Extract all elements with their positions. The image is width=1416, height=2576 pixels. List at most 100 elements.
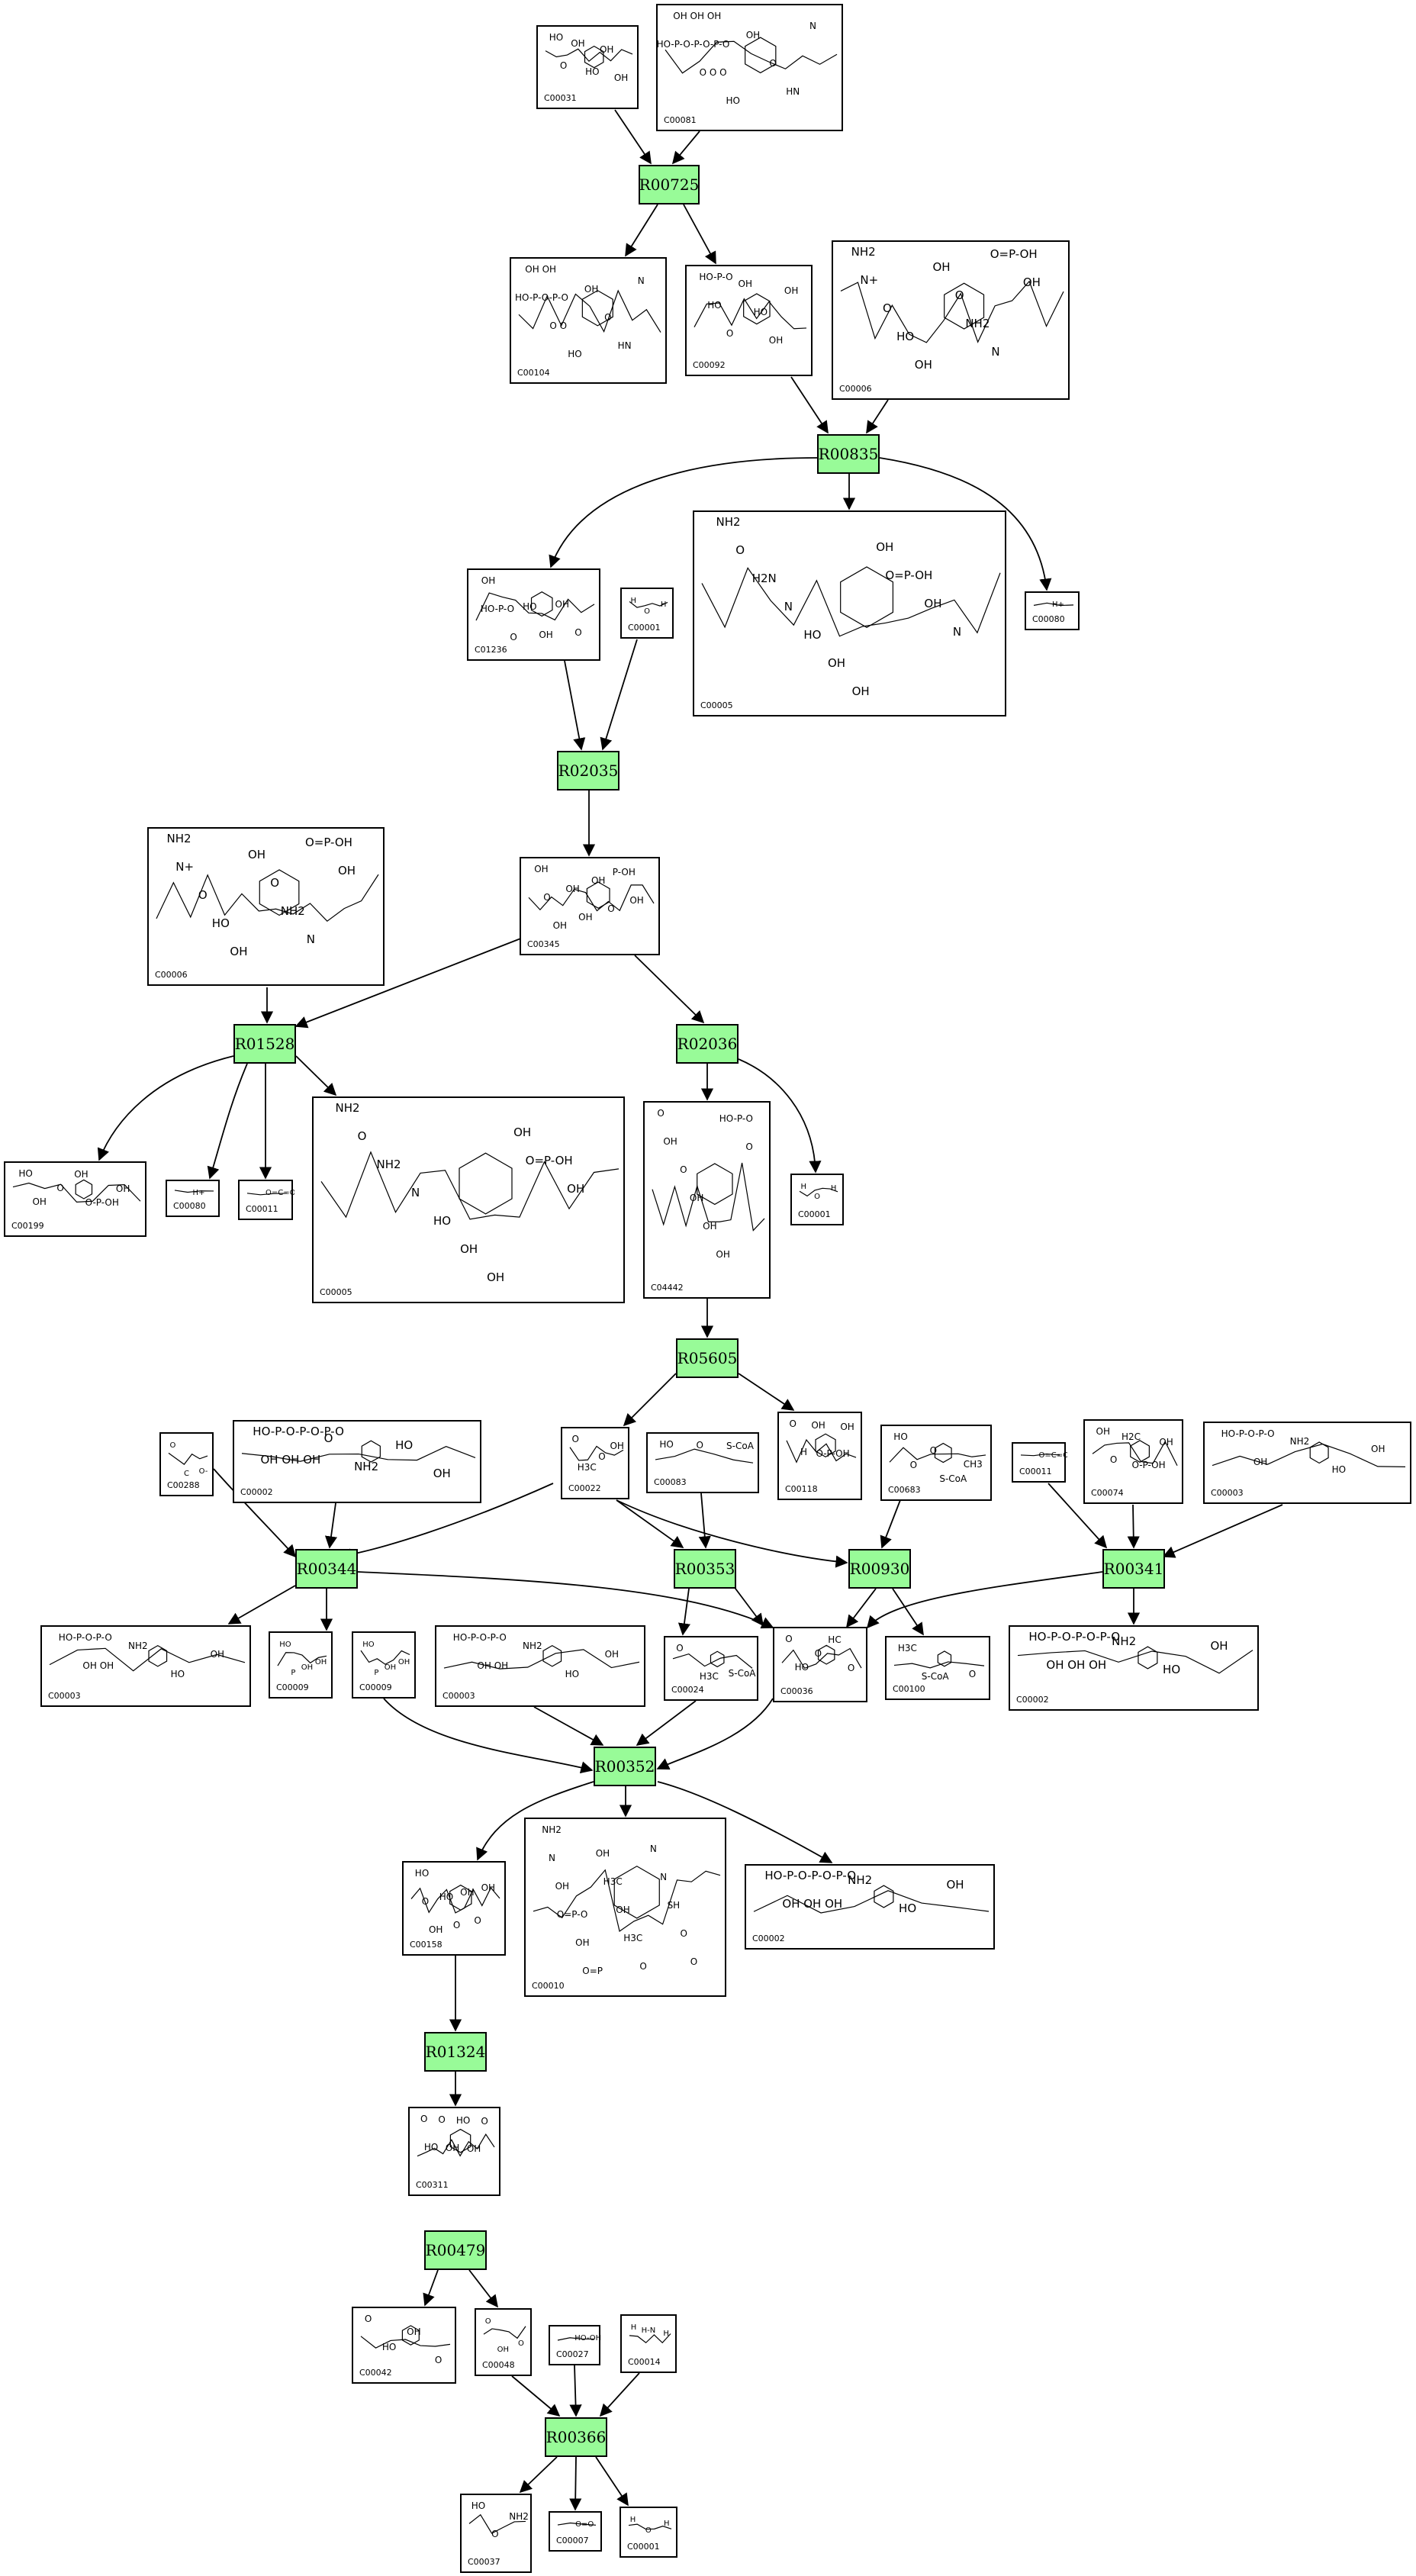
compound-id: C00009 [359,1682,392,1692]
reaction-node[interactable]: R02035 [557,751,620,791]
ring-bonds [944,282,985,330]
reaction-node[interactable]: R01528 [233,1024,296,1064]
reaction-node[interactable]: R00366 [545,2417,607,2457]
compound-node[interactable]: H+C00080 [1025,591,1080,630]
reaction-edge [468,2269,498,2308]
atom-label: S-CoA [922,1671,950,1682]
atom-label: O=O [575,2520,594,2529]
atom-label: OH [565,884,579,894]
atom-label: HO-P-O-P-O-P-O [764,1869,856,1882]
atom-label: HN [786,86,800,97]
atom-label: OH [575,1937,589,1948]
atom-label: O=P-OH [305,836,352,849]
atom-label: H [663,2330,669,2338]
chemical-structure: HO-OH [557,2334,601,2343]
reaction-edge [595,2456,629,2507]
atom-label: HO [415,1868,429,1879]
reaction-node[interactable]: R00835 [817,434,880,474]
chemical-structure: HOH [628,2516,672,2535]
atom-label: O [657,1108,664,1119]
atom-label: OH OH OH [1046,1658,1106,1672]
compound-id: C04442 [651,1283,684,1293]
atom-label: OH [211,1649,224,1660]
atom-label: O [745,1141,752,1152]
reaction-node[interactable]: R00341 [1102,1549,1165,1589]
compound-id: C00009 [276,1682,309,1692]
atom-label: O [574,627,581,638]
atom-label: OH OH [82,1660,114,1671]
reaction-node[interactable]: R00352 [594,1747,656,1786]
reaction-node[interactable]: R00479 [424,2230,487,2270]
atom-label: OH [924,597,941,610]
atom-label: OH [553,920,567,931]
reaction-node[interactable]: R05605 [676,1338,739,1378]
reaction-node[interactable]: R00344 [295,1549,358,1589]
atom-label: O [474,1915,481,1926]
reaction-node[interactable]: R02036 [676,1024,739,1064]
reaction-node[interactable]: R00930 [848,1549,911,1589]
reaction-node[interactable]: R00725 [639,165,700,204]
compound-id: C00002 [240,1487,273,1497]
compound-id: C00002 [752,1934,785,1943]
compound-id: C00011 [1019,1467,1052,1476]
compound-node[interactable]: H+C00080 [166,1180,220,1217]
compound-id: C00345 [527,939,560,949]
bond-lines [241,1445,476,1462]
reaction-node[interactable]: R01324 [424,2032,487,2072]
atom-label: HO [424,2142,438,2153]
atom-label: OH [429,1924,443,1935]
atom-label: OH [703,1221,716,1232]
atom-label: HO [754,307,768,317]
reaction-edge [97,1055,234,1161]
compound-id: C00003 [48,1691,81,1701]
atom-label: NH2 [336,1101,360,1115]
reaction-node[interactable]: R00353 [674,1549,736,1589]
